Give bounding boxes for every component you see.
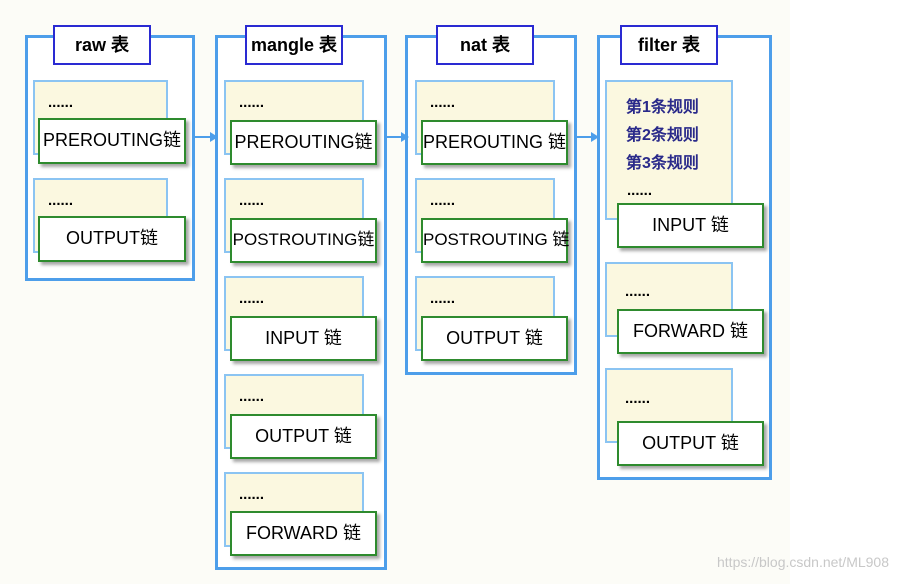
watermark-url: https://blog.csdn.net/ML908 [717, 554, 889, 570]
filter-rule-2: 第2条规则 [626, 127, 699, 144]
mangle-dots-5: ...... [239, 486, 265, 503]
filter-table-title: filter 表 [620, 25, 718, 65]
raw-dots-1: ...... [48, 94, 74, 111]
filter-rules-list: 第1条规则 第2条规则 第3条规则 [626, 94, 699, 178]
nat-chain-prerouting: PREROUTING 链 [421, 120, 568, 165]
mangle-dots-3: ...... [239, 290, 265, 307]
filter-chain-forward: FORWARD 链 [617, 309, 764, 354]
arrow-mangle-to-nat [384, 132, 409, 142]
raw-chain-prerouting: PREROUTING链 [38, 118, 186, 164]
filter-dots-2: ...... [625, 283, 651, 300]
filter-chain-output: OUTPUT 链 [617, 421, 764, 466]
mangle-chain-postrouting: POSTROUTING链 [230, 218, 377, 263]
raw-dots-2: ...... [48, 192, 74, 209]
filter-rule-3: 第3条规则 [626, 155, 699, 172]
raw-chain-output: OUTPUT链 [38, 216, 186, 262]
nat-dots-1: ...... [430, 94, 456, 111]
arrow-nat-to-filter [574, 132, 599, 142]
mangle-dots-1: ...... [239, 94, 265, 111]
mangle-chain-input: INPUT 链 [230, 316, 377, 361]
filter-rule-1: 第1条规则 [626, 99, 699, 116]
nat-chain-output: OUTPUT 链 [421, 316, 568, 361]
mangle-table-title: mangle 表 [245, 25, 343, 65]
nat-table-title: nat 表 [436, 25, 534, 65]
filter-card-input [605, 80, 733, 220]
filter-dots-3: ...... [625, 390, 651, 407]
filter-dots-1: ...... [627, 182, 653, 199]
mangle-chain-forward: FORWARD 链 [230, 511, 377, 556]
mangle-chain-output: OUTPUT 链 [230, 414, 377, 459]
raw-table-title: raw 表 [53, 25, 151, 65]
arrow-raw-to-mangle [193, 132, 218, 142]
nat-dots-3: ...... [430, 290, 456, 307]
mangle-chain-prerouting: PREROUTING链 [230, 120, 377, 165]
mangle-dots-4: ...... [239, 388, 265, 405]
mangle-dots-2: ...... [239, 192, 265, 209]
filter-chain-input: INPUT 链 [617, 203, 764, 248]
nat-chain-postrouting: POSTROUTING 链 [421, 218, 569, 263]
nat-dots-2: ...... [430, 192, 456, 209]
